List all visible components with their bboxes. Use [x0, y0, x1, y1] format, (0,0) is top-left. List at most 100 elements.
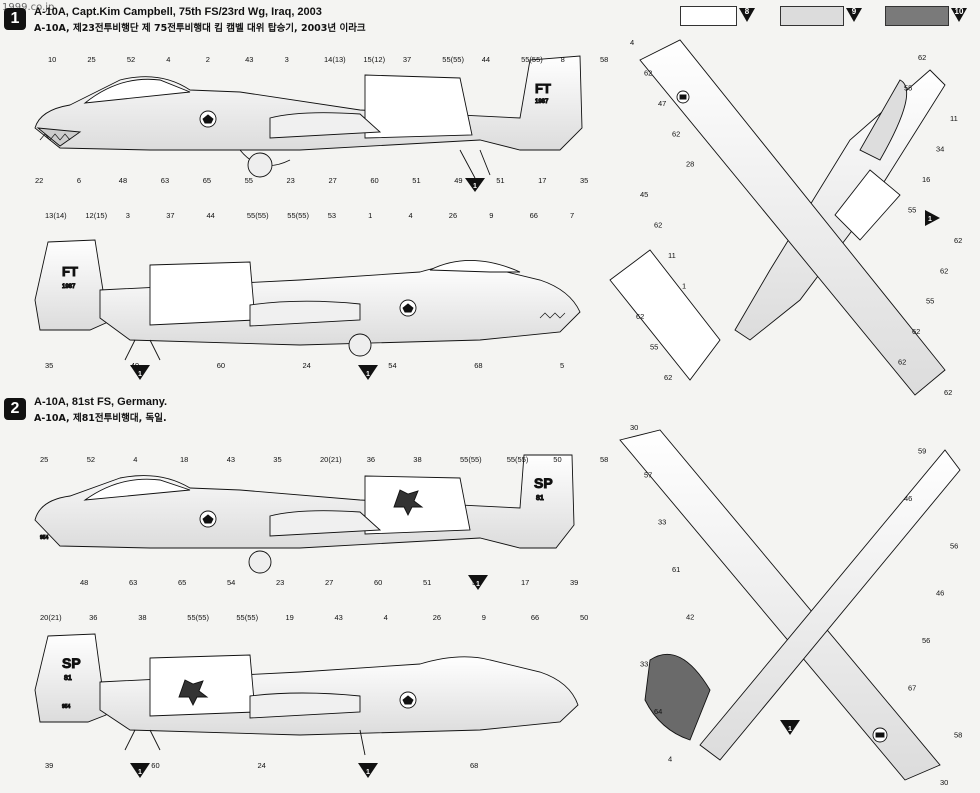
callout-s1_right_top-0: 13(14): [45, 211, 67, 220]
callout-s2_left_top-3: 18: [180, 455, 188, 464]
callout-s2_left_top-11: 50: [553, 455, 561, 464]
swatch-number-8: 8: [744, 7, 750, 16]
callout-s1_left_top-3: 4: [166, 55, 170, 64]
s2-tail-serial-right: 81: [64, 675, 72, 682]
callout-s1_left_top-2: 52: [127, 55, 135, 64]
callout-s1_right_top-11: 9: [489, 211, 493, 220]
callout-top_view-7: 34: [936, 145, 944, 154]
callout-s2_left_bottom-0: 48: [80, 578, 88, 587]
callout-s1_left_top-13: 8: [561, 55, 565, 64]
callout-s1_right_top-2: 3: [126, 211, 130, 220]
swatch-tag-9: [846, 8, 862, 22]
callout-s1_left_bottom-0: 22: [35, 176, 43, 185]
callout-bottom_view-2: 57: [644, 470, 652, 479]
callout-s2_left_bottom-5: 27: [325, 578, 333, 587]
callout-s2_left_top-7: 36: [367, 455, 375, 464]
callout-s2_left_bottom-2: 65: [178, 578, 186, 587]
callout-s2_right_top-9: 9: [482, 613, 486, 622]
callout-top_view-19: 62: [912, 327, 920, 336]
callout-s1_right_top-4: 44: [207, 211, 215, 220]
callout-top_view-15: 62: [940, 266, 948, 275]
callout-top_view-3: 55: [904, 84, 912, 93]
callout-s2_left_top-8: 38: [413, 455, 421, 464]
arrow-label-4: 1: [138, 769, 142, 776]
callout-bottom_view-7: 46: [936, 589, 944, 598]
callout-s2_left_bottom-6: 60: [374, 578, 382, 587]
callout-s1_right_top-13: 7: [570, 211, 574, 220]
swatch-tag-8: [739, 8, 755, 22]
arrow-label-0: 1: [473, 183, 477, 190]
callout-top_view-5: 11: [950, 114, 958, 123]
callout-s2_left_top-4: 43: [227, 455, 235, 464]
callout-s2_left_bottom-4: 23: [276, 578, 284, 587]
callout-top_view-0: 4: [630, 38, 634, 47]
s2-left-profile: SP 81 954: [34, 454, 575, 574]
arrow-label-2: 1: [366, 371, 370, 378]
callout-s1_right_top-10: 26: [449, 211, 457, 220]
callout-s2_left_top-0: 25: [40, 455, 48, 464]
callout-s2_right_bottom-0: 39: [45, 761, 53, 770]
callout-top_view-14: 11: [668, 251, 676, 260]
s1-left-profile: FT 1987: [34, 55, 583, 179]
callout-bottom_view-4: 33: [658, 518, 666, 527]
callout-top_view-18: 62: [636, 312, 644, 321]
callout-s2_right_top-1: 36: [89, 613, 97, 622]
callout-bottom_view-0: 30: [630, 423, 638, 432]
callout-bottom_view-10: 33: [640, 660, 648, 669]
callout-s1_left_top-10: 55(55): [442, 55, 464, 64]
s2-tail-serial-left: 81: [536, 495, 544, 502]
callout-s1_right_bottom-1: 49: [131, 361, 139, 370]
callout-s1_left_top-9: 37: [403, 55, 411, 64]
callout-top_view-4: 47: [658, 99, 666, 108]
s2-tail-code-left: SP: [534, 475, 553, 491]
callout-s2_left_top-2: 4: [133, 455, 137, 464]
callout-top_view-6: 62: [672, 129, 680, 138]
scheme1-badge: 1: [4, 8, 26, 30]
callout-s1_left_top-1: 25: [87, 55, 95, 64]
callout-top_view-21: 62: [898, 358, 906, 367]
callout-s1_right_bottom-0: 35: [45, 361, 53, 370]
top-view: [609, 39, 946, 396]
callout-s2_right_top-3: 55(55): [187, 613, 209, 622]
callout-s2_right_bottom-4: 68: [470, 761, 478, 770]
callout-s2_left_top-10: 55(55): [507, 455, 529, 464]
s1-tail-serial-right: 1987: [62, 284, 76, 290]
s1-tail-code-right: FT: [62, 264, 78, 279]
callout-s2_right_top-7: 4: [384, 613, 388, 622]
callout-s2_right_top-8: 26: [433, 613, 441, 622]
callout-bottom_view-14: 4: [668, 754, 672, 763]
callout-s2_right_top-11: 50: [580, 613, 588, 622]
callout-s1_left_bottom-3: 63: [161, 176, 169, 185]
callout-s1_right_top-3: 37: [166, 211, 174, 220]
callout-s2_right_top-10: 66: [531, 613, 539, 622]
callout-s2_left_bottom-8: 51: [472, 578, 480, 587]
arrow-label-3: 1: [476, 581, 480, 588]
callout-s2_right_top-5: 19: [286, 613, 294, 622]
callout-s1_left_bottom-11: 51: [496, 176, 504, 185]
callout-top_view-2: 62: [644, 68, 652, 77]
callout-s1_left_bottom-1: 6: [77, 176, 81, 185]
callout-s2_right_top-0: 20(21): [40, 613, 62, 622]
callout-s2_left_bottom-7: 51: [423, 578, 431, 587]
callout-top_view-22: 62: [664, 373, 672, 382]
swatch-number-10: 10: [954, 7, 964, 16]
s1-right-profile: FT 1987: [34, 239, 581, 361]
s2-right-profile: SP 81 954: [34, 633, 579, 756]
callout-bottom_view-6: 61: [672, 565, 680, 574]
callout-s1_right_bottom-5: 68: [474, 361, 482, 370]
callout-s1_left_top-12: 55(55): [521, 55, 543, 64]
callout-top_view-1: 62: [918, 53, 926, 62]
scheme2-title-en: A-10A, 81st FS, Germany.: [34, 396, 168, 408]
callout-top_view-23: 62: [944, 388, 952, 397]
callout-s1_left_top-7: 14(13): [324, 55, 346, 64]
arrow-label-5: 1: [366, 769, 370, 776]
callout-s2_right_top-2: 38: [138, 613, 146, 622]
callout-s1_left_top-11: 44: [482, 55, 490, 64]
callout-s1_left_top-8: 15(12): [363, 55, 385, 64]
callout-s1_left_bottom-9: 51: [412, 176, 420, 185]
callout-s2_right_bottom-2: 24: [258, 761, 266, 770]
scheme1-title-en: A-10A, Capt.Kim Campbell, 75th FS/23rd W…: [34, 6, 322, 18]
scheme2-badge: 2: [4, 398, 26, 420]
callout-s1_left_top-14: 58: [600, 55, 608, 64]
callout-s1_left_bottom-4: 65: [203, 176, 211, 185]
